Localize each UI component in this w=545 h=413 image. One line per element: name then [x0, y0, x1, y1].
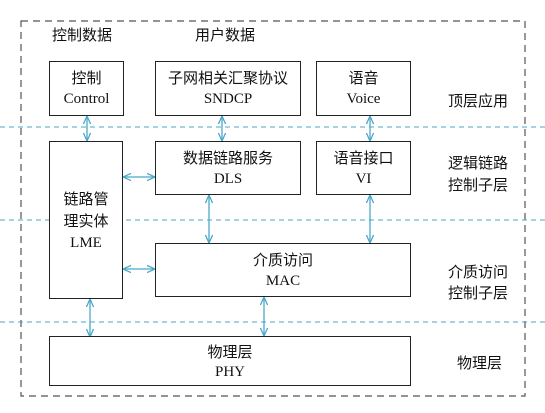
block-vi-zh: 语音接口: [333, 149, 394, 167]
block-voice: 语音 Voice: [316, 61, 411, 116]
block-sndcp-en: SNDCP: [203, 91, 253, 107]
block-lme-zh-line1: 链路管: [63, 190, 109, 208]
layer-label-llc-line2: 控制子层: [448, 176, 509, 194]
block-dls-zh: 数据链路服务: [182, 149, 273, 167]
block-lme-en: LME: [70, 235, 102, 251]
block-mac-en: MAC: [265, 273, 301, 289]
block-control-en: Control: [63, 91, 110, 107]
block-voice-en: Voice: [346, 91, 381, 107]
block-phy: 物理层 PHY: [49, 336, 411, 386]
block-dls: 数据链路服务 DLS: [155, 141, 301, 195]
block-sndcp-zh: 子网相关汇聚协议: [167, 69, 288, 87]
header-control-data: 控制数据: [52, 26, 113, 44]
block-mac: 介质访问 MAC: [155, 243, 411, 297]
block-lme-zh-line2: 理实体: [63, 212, 109, 230]
block-control: 控制 Control: [49, 61, 124, 116]
block-lme: 链路管 理实体 LME: [49, 141, 123, 299]
layer-label-mac-line2: 控制子层: [448, 284, 509, 302]
block-phy-en: PHY: [214, 364, 245, 380]
layer-label-mac-line1: 介质访问: [448, 263, 509, 281]
block-control-zh: 控制: [71, 69, 102, 87]
layer-label-llc-line1: 逻辑链路: [448, 154, 509, 172]
outer-frame: [20, 20, 526, 397]
block-vi-en: VI: [355, 171, 372, 187]
block-voice-zh: 语音: [348, 69, 379, 87]
layer-label-top-application: 顶层应用: [448, 92, 509, 110]
block-phy-zh: 物理层: [207, 343, 253, 361]
block-dls-en: DLS: [213, 171, 243, 187]
layer-label-physical: 物理层: [457, 354, 503, 372]
block-vi: 语音接口 VI: [316, 141, 411, 195]
header-user-data: 用户数据: [195, 26, 256, 44]
block-mac-zh: 介质访问: [252, 251, 313, 269]
block-sndcp: 子网相关汇聚协议 SNDCP: [155, 61, 301, 116]
